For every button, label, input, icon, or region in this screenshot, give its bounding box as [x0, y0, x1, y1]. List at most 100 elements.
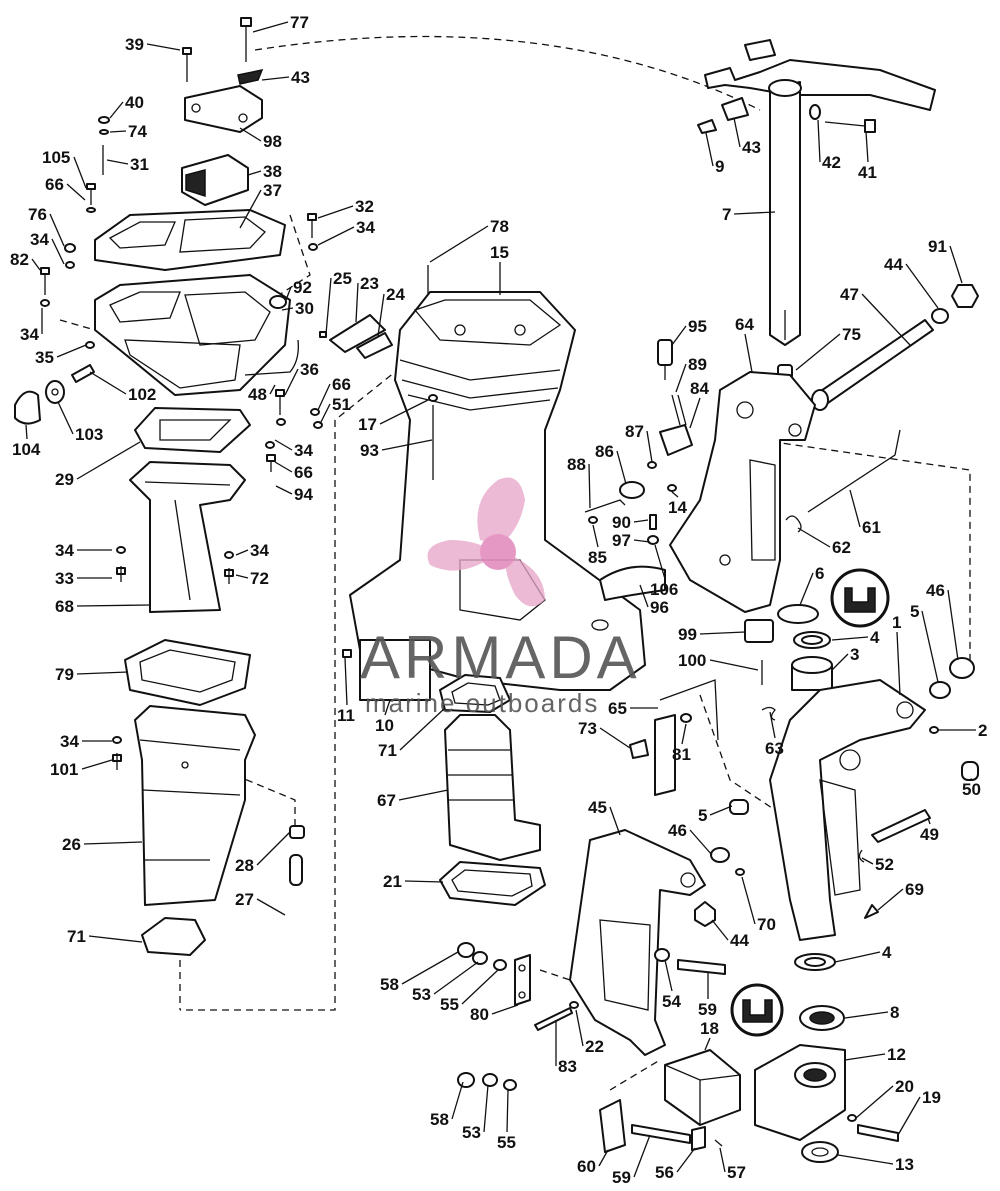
bolt-32-washer-34	[307, 213, 318, 251]
leader-line-43a	[261, 76, 290, 81]
leader-line-49	[927, 817, 931, 825]
bolt-36-48	[275, 389, 286, 426]
leader-line-96	[639, 584, 649, 608]
washer-6-bushings-4-3	[777, 604, 833, 691]
callout-34f: 34	[250, 541, 269, 560]
leader-line-11	[344, 657, 348, 706]
bolt-105	[86, 183, 96, 213]
leader-line-4a	[831, 636, 869, 641]
callout-57: 57	[727, 1163, 746, 1182]
clip-43-right-screw-9	[697, 97, 749, 134]
leader-line-92	[285, 286, 292, 301]
leader-line-73	[599, 727, 631, 749]
callout-8: 8	[890, 1003, 899, 1022]
leader-line-14	[671, 491, 679, 498]
leader-line-64	[744, 333, 753, 373]
callout-39: 39	[125, 35, 144, 54]
screw-102	[71, 364, 95, 383]
leader-line-95	[671, 325, 687, 346]
link-80	[514, 954, 531, 1006]
leader-line-56	[676, 1147, 696, 1173]
grommet-28-hoses-27	[275, 825, 305, 951]
callout-4a: 4	[870, 628, 880, 647]
leader-line-69	[877, 888, 904, 911]
nut-44-lower	[694, 901, 716, 927]
leader-line-1	[896, 631, 901, 696]
gasket-21	[439, 861, 546, 906]
gasket-79	[124, 639, 251, 706]
callout-70: 70	[757, 915, 776, 934]
stud-93	[428, 394, 438, 480]
spacers-58-53-55-a	[457, 942, 507, 971]
leader-line-62	[797, 527, 831, 548]
gasket-37	[94, 209, 286, 271]
callout-42: 42	[822, 153, 841, 172]
module-38	[181, 154, 249, 206]
nut-13	[801, 1141, 839, 1163]
clip-43-top	[237, 68, 264, 85]
callout-51: 51	[332, 395, 351, 414]
callout-84: 84	[690, 379, 709, 398]
callout-37: 37	[263, 181, 282, 200]
leader-line-60	[598, 1149, 609, 1167]
leader-line-18	[704, 1037, 711, 1051]
gasket-71-lower	[141, 917, 206, 956]
leader-line-81	[681, 723, 687, 745]
callout-58b: 58	[430, 1110, 449, 1129]
hose-48	[244, 339, 299, 376]
callout-66a: 66	[45, 175, 64, 194]
leader-line-39	[146, 43, 181, 51]
callout-64: 64	[735, 315, 754, 334]
fitting-35	[85, 341, 95, 349]
bushing-4b-bearing-8	[794, 953, 845, 1031]
leader-line-41	[865, 131, 869, 163]
leader-line-89	[675, 363, 687, 393]
leader-line-12	[844, 1053, 886, 1061]
leader-line-7	[733, 211, 776, 215]
leader-line-46a	[947, 589, 959, 661]
leader-line-66a	[66, 183, 86, 201]
callout-80: 80	[470, 1005, 489, 1024]
gasket-71-upper	[439, 674, 511, 713]
callout-41: 41	[858, 163, 877, 182]
callout-89: 89	[688, 355, 707, 374]
callout-31: 31	[130, 155, 149, 174]
leader-line-6	[799, 572, 814, 606]
leader-line-50	[967, 778, 973, 781]
callout-12: 12	[887, 1045, 906, 1064]
plate-60-bolt-59b-clip-56-pin-57	[599, 1099, 723, 1153]
callout-88: 88	[567, 455, 586, 474]
callout-56: 56	[655, 1163, 674, 1182]
leader-line-46b	[689, 829, 713, 856]
leader-line-30	[281, 307, 294, 311]
callout-11: 11	[337, 706, 355, 725]
leader-line-17	[379, 399, 429, 425]
leader-line-87	[646, 430, 653, 463]
leader-line-27	[256, 898, 286, 916]
callout-24: 24	[386, 285, 405, 304]
reed-23-24-25	[319, 314, 393, 359]
callout-54: 54	[662, 992, 681, 1011]
leader-line-3	[831, 653, 849, 671]
callout-78: 78	[490, 217, 509, 236]
leader-line-34f	[235, 549, 249, 556]
leader-line-19	[897, 1096, 921, 1136]
callout-43a: 43	[291, 68, 310, 87]
rod-61-spring-62	[785, 429, 901, 533]
leader-line-26	[83, 841, 143, 845]
callout-13: 13	[895, 1155, 914, 1174]
leader-line-90	[633, 519, 649, 523]
leader-line-53b	[483, 1084, 489, 1133]
callout-91: 91	[928, 237, 947, 256]
leader-line-58a	[401, 951, 459, 985]
leader-line-105	[73, 156, 87, 189]
callout-17: 17	[358, 415, 377, 434]
leader-line-44b	[711, 919, 729, 941]
leader-line-22	[575, 1009, 584, 1047]
callout-100: 100	[678, 651, 706, 670]
leader-line-5a	[921, 610, 939, 683]
leader-line-45	[609, 806, 621, 836]
callout-48: 48	[248, 385, 267, 404]
